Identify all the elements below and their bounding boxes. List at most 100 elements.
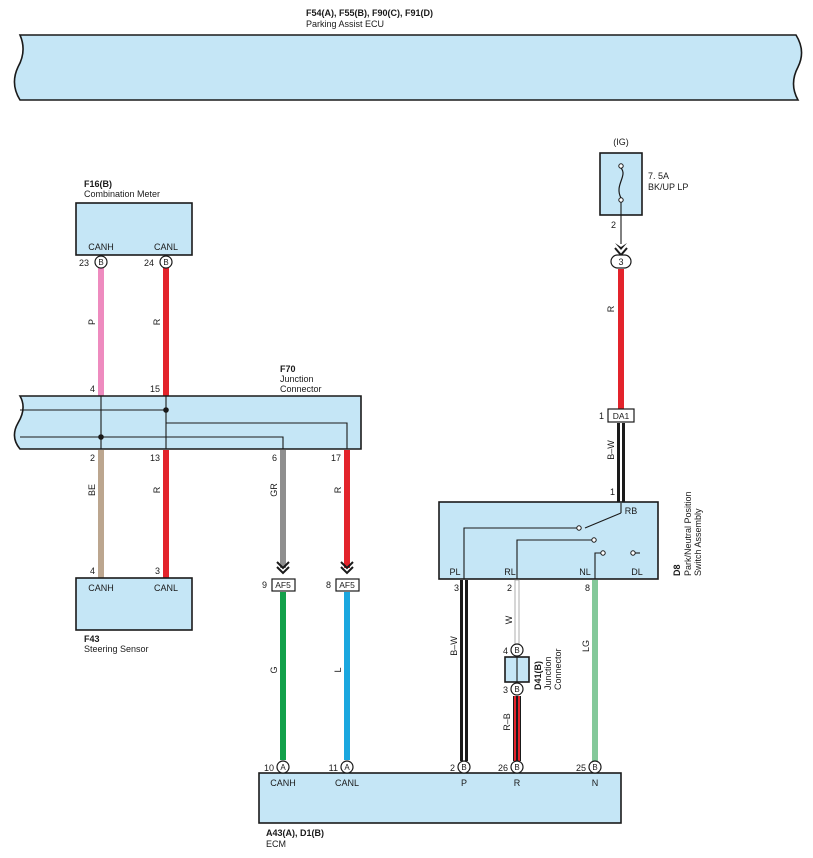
ecm-canh-conn: A <box>280 763 286 772</box>
wire-label-lg: LG <box>581 640 591 652</box>
wire-bw-da1 <box>617 423 625 503</box>
wire-be <box>98 450 104 578</box>
combination-meter-box <box>75 202 193 256</box>
sensor-name: Steering Sensor <box>84 644 149 654</box>
ecm-n-conn: B <box>592 763 597 772</box>
meter-name: Combination Meter <box>84 189 160 199</box>
wire-label-be: BE <box>87 484 97 496</box>
wire-gr <box>280 450 286 568</box>
sensor-pin-4: 4 <box>90 566 95 576</box>
d41-code: D41(B) <box>533 661 543 690</box>
ecm-canl-label: CANL <box>335 778 359 788</box>
connector-3-label: 3 <box>618 257 623 267</box>
af5-left-label: AF5 <box>275 580 291 590</box>
f70-name-2: Connector <box>280 384 322 394</box>
wire-bw-pl <box>460 580 468 761</box>
f70-code: F70 <box>280 364 296 374</box>
wire-label-w: W <box>504 615 514 624</box>
ecm-pin-25: 25 <box>576 763 586 773</box>
d41-top-connector <box>510 643 524 657</box>
switch-pin-3: 3 <box>454 583 459 593</box>
fuse-ig-label: (IG) <box>613 137 629 147</box>
d41-name-1: Junction <box>543 656 553 690</box>
ecm-name: ECM <box>266 839 286 849</box>
connector-3 <box>610 254 632 269</box>
switch-pin-2: 2 <box>507 583 512 593</box>
f70-pin-6: 6 <box>272 453 277 463</box>
wire-rb <box>513 696 521 761</box>
fuse-name: BK/UP LP <box>648 182 688 192</box>
sensor-pin-3: 3 <box>155 566 160 576</box>
meter-pin-23: 23 <box>79 258 89 268</box>
wire-l <box>344 592 350 760</box>
da1-label: DA1 <box>613 411 630 421</box>
parking-ecu-name: Parking Assist ECU <box>306 19 384 29</box>
parking-ecu-code: F54(A), F55(B), F90(C), F91(D) <box>306 8 433 18</box>
switch-pin-8: 8 <box>585 583 590 593</box>
meter-pin-24: 24 <box>144 258 154 268</box>
d41-bottom-num: 3 <box>503 685 508 695</box>
af5-left-chevron <box>276 561 290 575</box>
f70-pin-17: 17 <box>331 453 341 463</box>
wire-p-meter-canh <box>98 268 104 396</box>
meter-code: F16(B) <box>84 179 112 189</box>
wire-label-p: P <box>87 319 97 325</box>
af5-left-num: 9 <box>262 580 267 590</box>
d41-bottom-connector <box>510 682 524 696</box>
meter-canh-label: CANH <box>88 242 114 252</box>
switch-pl-label: PL <box>449 567 460 577</box>
meter-canh-conn-letter: B <box>98 258 103 267</box>
switch-rb-label: RB <box>625 506 638 516</box>
af5-right-label: AF5 <box>339 580 355 590</box>
wire-label-rb: R–B <box>502 713 512 731</box>
fuse-symbol <box>618 163 624 215</box>
d41-bottom-letter: B <box>514 685 519 694</box>
af5-left-box <box>271 578 296 592</box>
switch-rl-label: RL <box>504 567 516 577</box>
switch-code: D8 <box>672 564 682 576</box>
meter-canl-connector <box>159 255 173 269</box>
wire-label-r-j17: R <box>333 486 343 493</box>
af5-right-chevron <box>340 561 354 575</box>
sensor-canh-label: CANH <box>88 583 114 593</box>
af5-right-box <box>335 578 360 592</box>
meter-canl-conn-letter: B <box>163 258 168 267</box>
f70-pin-13: 13 <box>150 453 160 463</box>
sensor-code: F43 <box>84 634 100 644</box>
wire-label-bw-pl: B–W <box>449 636 459 656</box>
switch-dl-label: DL <box>631 567 643 577</box>
ecm-r-label: R <box>514 778 521 788</box>
wire-r-j17 <box>344 450 350 568</box>
switch-rb-num: 1 <box>610 487 615 497</box>
parking-ecu-box <box>13 34 803 101</box>
f70-name-1: Junction <box>280 374 314 384</box>
wire-label-l: L <box>333 667 343 672</box>
fuse-out-chevron <box>615 243 627 250</box>
switch-nl-label: NL <box>579 567 591 577</box>
ecm-r-conn: B <box>514 763 519 772</box>
meter-canl-label: CANL <box>154 242 178 252</box>
wire-r-fuse <box>618 269 624 409</box>
f70-pin-4: 4 <box>90 384 95 394</box>
wire-label-g: G <box>269 666 279 673</box>
f70-pin-15: 15 <box>150 384 160 394</box>
d41-name-2: Connector <box>553 648 563 690</box>
ecm-box <box>258 772 622 824</box>
ecm-canh-label: CANH <box>270 778 296 788</box>
ecm-n-label: N <box>592 778 599 788</box>
wire-label-bw-da1: B–W <box>606 440 616 460</box>
fuse-pin-2: 2 <box>611 220 616 230</box>
wire-g <box>280 592 286 760</box>
d41-top-num: 4 <box>503 646 508 656</box>
fuse-rating: 7. 5A <box>648 171 669 181</box>
wire-r-sensor <box>163 450 169 578</box>
ecm-pin-connectors <box>276 760 602 774</box>
wire-label-r-meter: R <box>152 318 162 325</box>
ecm-pin-10: 10 <box>264 763 274 773</box>
da1-num: 1 <box>599 411 604 421</box>
wire-label-gr: GR <box>269 483 279 497</box>
wire-label-r-sensor: R <box>152 486 162 493</box>
wire-lg <box>592 580 598 761</box>
ecm-pin-26: 26 <box>498 763 508 773</box>
da1-box <box>607 408 635 423</box>
